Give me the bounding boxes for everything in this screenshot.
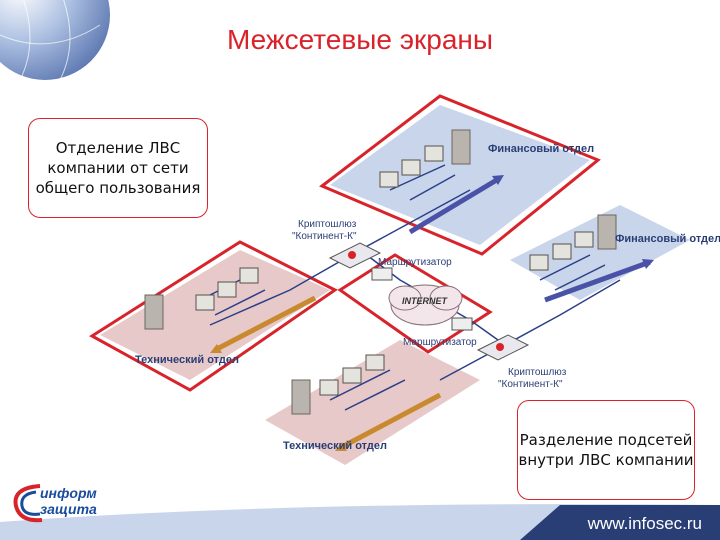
server-finance-top (451, 129, 471, 165)
logo-line2: защита (40, 501, 97, 517)
note-subnet-separation-text: Разделение подсетей внутри ЛВС компании (518, 431, 694, 469)
note-subnet-separation: Разделение подсетей внутри ЛВС компании (517, 400, 695, 500)
company-logo: информ защита (10, 480, 120, 530)
highlight-tech-left (89, 240, 338, 392)
label-gateway-bottom-2: "Континент-К" (498, 379, 563, 390)
highlight-internet (337, 253, 493, 354)
label-tech-left: Технический отдел (135, 354, 240, 366)
label-gateway-top-1: Криптошлюз (298, 219, 357, 230)
logo-swoosh-icon (13, 484, 43, 523)
footer-band-dark (520, 505, 720, 540)
label-router-top: Маршрутизатор (378, 257, 452, 268)
label-internet: INTERNET (402, 296, 447, 306)
label-tech-bottom: Технический отдел (283, 440, 388, 452)
zone-tech-bottom (265, 340, 480, 465)
label-finance-top: Финансовый отдел (488, 143, 595, 155)
note-lan-separation-text: Отделение ЛВС компании от сети общего по… (35, 139, 201, 197)
router-top-device (371, 267, 393, 281)
highlight-finance-top (319, 94, 601, 256)
logo-line1: информ (40, 485, 97, 501)
zone-finance-top (330, 105, 590, 245)
internet-cloud (388, 284, 463, 326)
zone-finance-right (510, 205, 690, 300)
server-tech-left (144, 294, 164, 330)
globe-decoration (0, 0, 110, 81)
note-lan-separation: Отделение ЛВС компании от сети общего по… (28, 118, 208, 218)
label-gateway-top-2: "Континент-К" (292, 231, 357, 242)
footer-url: www.infosec.ru (587, 514, 702, 533)
server-tech-bottom (291, 379, 311, 415)
label-gateway-bottom-1: Криптошлюз (508, 367, 567, 378)
gateway-top (328, 242, 382, 269)
server-finance-right (597, 214, 617, 250)
label-finance-right: Финансовый отдел (615, 233, 720, 245)
label-router-bottom: Маршрутизатор (403, 337, 477, 348)
router-bottom-device (451, 317, 473, 331)
gateway-bottom (476, 334, 530, 361)
slide-title: Межсетевые экраны (227, 24, 493, 55)
